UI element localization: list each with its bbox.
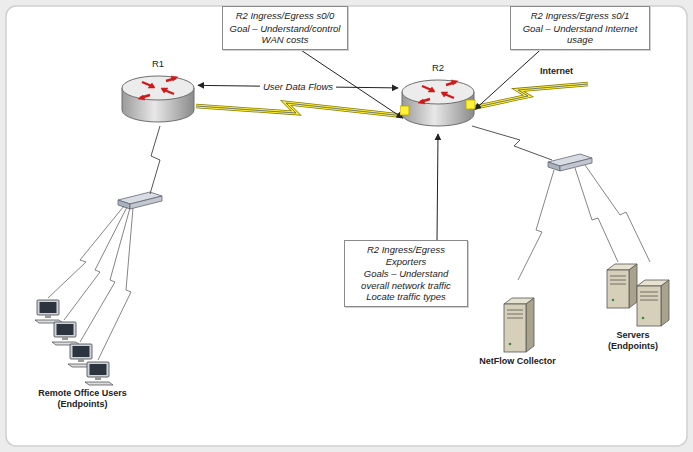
- node-label: Servers (Endpoints): [600, 330, 666, 352]
- router-symbol: [400, 76, 476, 130]
- interface-marker: [400, 106, 409, 115]
- computer-symbols: [20, 296, 145, 388]
- callout-leader: [437, 134, 438, 240]
- callout-heading: R2 Ingress/Egress Exporters: [350, 244, 462, 267]
- callout-body: Goal – Understand Internet usage: [516, 23, 644, 46]
- switch-symbol: [118, 192, 162, 209]
- callout-box: R2 Ingress/Egress s0/1Goal – Understand …: [510, 6, 650, 50]
- lan-wires: [48, 206, 133, 360]
- wan-link: [196, 103, 404, 116]
- callout-box: R2 Ingress/Egress ExportersGoals – Under…: [344, 240, 468, 307]
- collector-node: NetFlow Collector: [470, 296, 565, 367]
- edge-label: User Data Flows: [260, 81, 336, 92]
- network-label: Internet: [540, 66, 573, 77]
- callout-body: Goal – Understand/control WAN costs: [228, 23, 342, 46]
- node-label: NetFlow Collector: [470, 356, 565, 367]
- serial-link: [150, 126, 160, 194]
- serial-link: [472, 126, 552, 160]
- label-holder: Internet: [540, 66, 573, 77]
- callout-heading: R2 Ingress/Egress s0/0: [228, 10, 342, 22]
- interface-marker: [466, 100, 475, 109]
- node-label: R2: [398, 62, 478, 74]
- server-symbols: [593, 262, 673, 328]
- callout-body: Goals – Understand overall network traff…: [350, 268, 462, 303]
- lan-wires: [518, 165, 650, 280]
- router-symbol: [120, 72, 196, 126]
- frame: [6, 6, 687, 446]
- switch-symbol: [548, 154, 592, 171]
- server-group: Servers (Endpoints): [588, 262, 678, 352]
- callout-box: R2 Ingress/Egress s0/0Goal – Understand/…: [222, 6, 348, 50]
- router-node: R2: [398, 62, 478, 134]
- router-node: R1: [118, 58, 198, 130]
- server-symbol: [498, 296, 538, 356]
- callout-leader: [475, 50, 541, 110]
- endpoint-group: Remote Office Users (Endpoints): [20, 296, 145, 410]
- node-label: Remote Office Users (Endpoints): [20, 388, 145, 410]
- node-label: R1: [118, 58, 198, 70]
- callout-heading: R2 Ingress/Egress s0/1: [516, 10, 644, 22]
